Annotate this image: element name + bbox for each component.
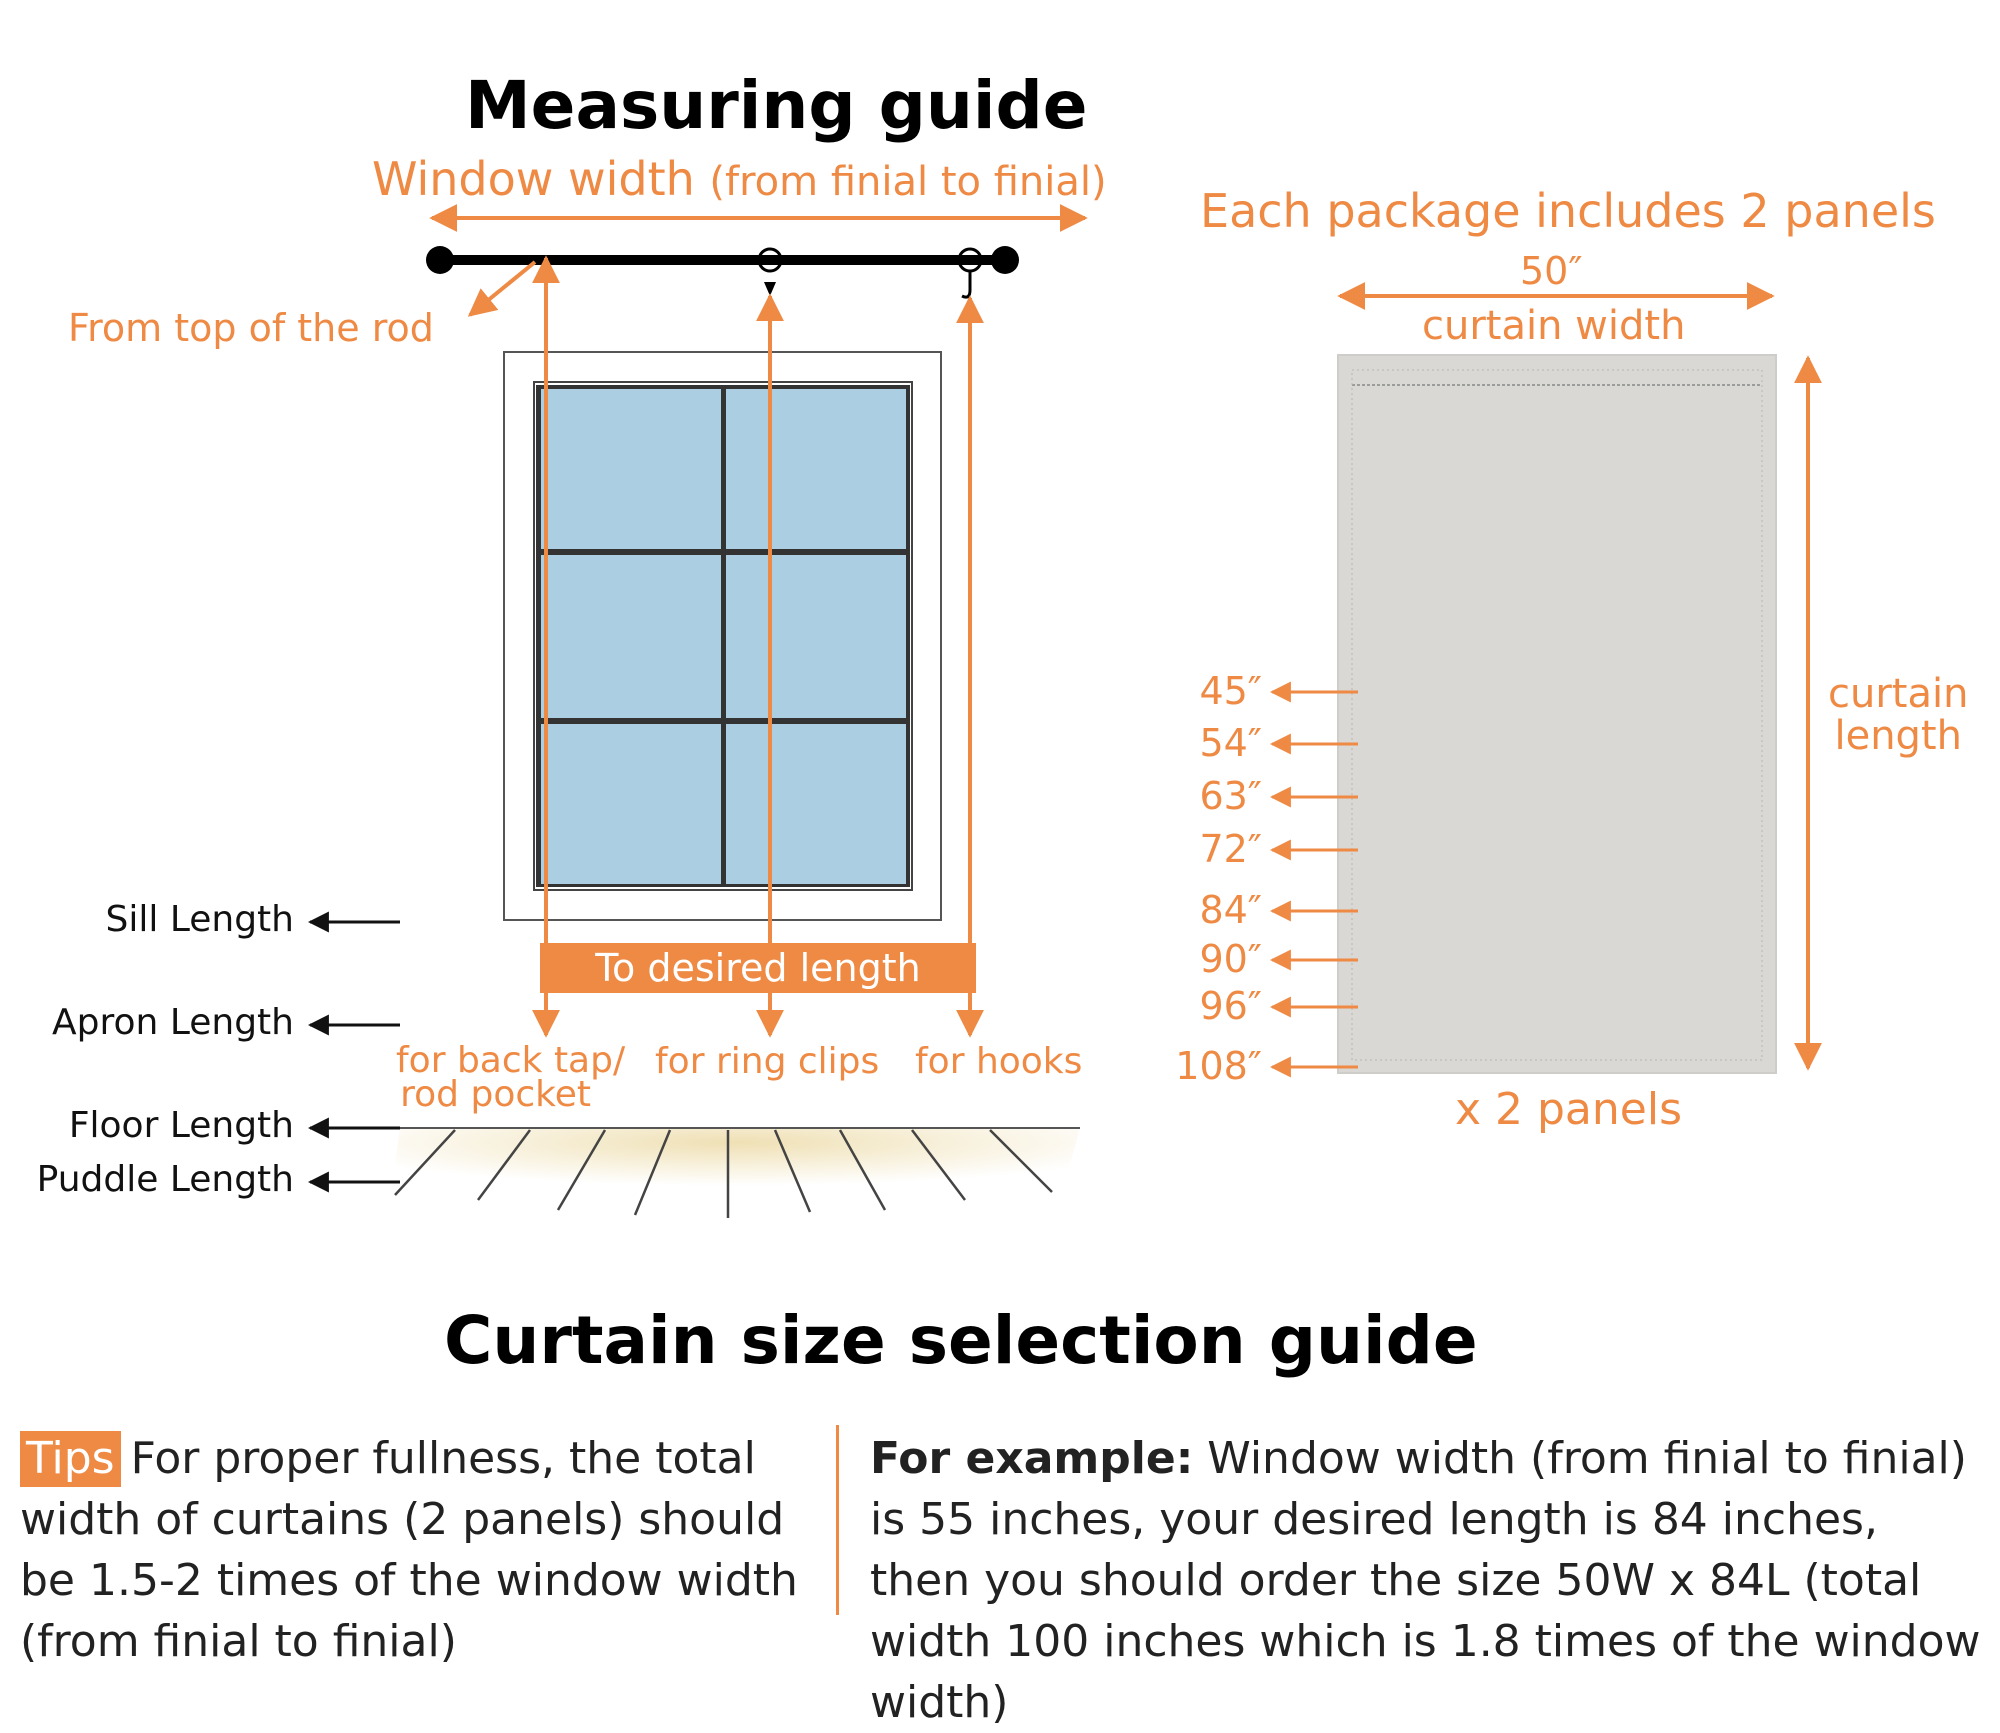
size-label-96: 96″ <box>1199 984 1262 1028</box>
curtain-rod <box>426 246 1019 274</box>
floor <box>390 1127 1080 1218</box>
panels-label: x 2 panels <box>1455 1084 1683 1135</box>
size-label-84: 84″ <box>1199 888 1262 932</box>
puddle-length-label: Puddle Length <box>36 1159 294 1200</box>
window-width-main: Window width <box>372 152 695 206</box>
window <box>503 351 942 921</box>
desired-length-label: To desired length <box>595 946 921 990</box>
size-label-45: 45″ <box>1199 669 1262 713</box>
example-label: For example: <box>870 1433 1194 1484</box>
curtain-length-line2: length <box>1834 713 1962 759</box>
divider <box>836 1425 839 1615</box>
floor-length-label: Floor Length <box>68 1105 294 1146</box>
size-label-54: 54″ <box>1199 721 1262 765</box>
package-title: Each package includes 2 panels <box>1200 184 1936 238</box>
apron-length-label: Apron Length <box>52 1002 294 1043</box>
hooks-label: for hooks <box>915 1041 1083 1082</box>
curtain-length-line1: curtain <box>1828 671 1969 717</box>
example-text: Window width (from finial to finial) is … <box>870 1433 1981 1728</box>
size-label-63: 63″ <box>1199 774 1262 818</box>
size-label-72: 72″ <box>1199 827 1262 871</box>
selection-guide-title: Curtain size selection guide <box>444 1302 1478 1379</box>
curtain-length-label: curtain length <box>1828 673 1968 757</box>
example-block: For example: Window width (from finial t… <box>870 1428 1985 1733</box>
tips-text: For proper fullness, the total width of … <box>20 1433 798 1667</box>
window-width-note: (from finial to finial) <box>709 159 1107 205</box>
size-label-108: 108″ <box>1175 1044 1262 1088</box>
back-tap-label: for back tap/ rod pocket <box>396 1040 626 1113</box>
curtain-panel <box>1337 354 1777 1074</box>
ring-clips-label: for ring clips <box>655 1041 880 1082</box>
measuring-guide-title: Measuring guide <box>465 67 1088 144</box>
window-width-label: Window width (from finial to finial) <box>372 156 1107 202</box>
curtain-width-value: 50″ <box>1520 249 1583 293</box>
sill-length-label: Sill Length <box>105 899 294 940</box>
size-label-90: 90″ <box>1199 937 1262 981</box>
ring-clip-icon <box>757 247 783 296</box>
desired-length-bar <box>540 943 976 993</box>
curtain-width-label: curtain width <box>1422 303 1686 349</box>
back-tap-line2: rod pocket <box>400 1074 591 1115</box>
tips-badge: Tips <box>20 1431 121 1487</box>
from-top-arrow <box>467 260 537 317</box>
from-top-label: From top of the rod <box>68 306 434 350</box>
back-tap-line1: for back tap/ <box>396 1040 626 1081</box>
